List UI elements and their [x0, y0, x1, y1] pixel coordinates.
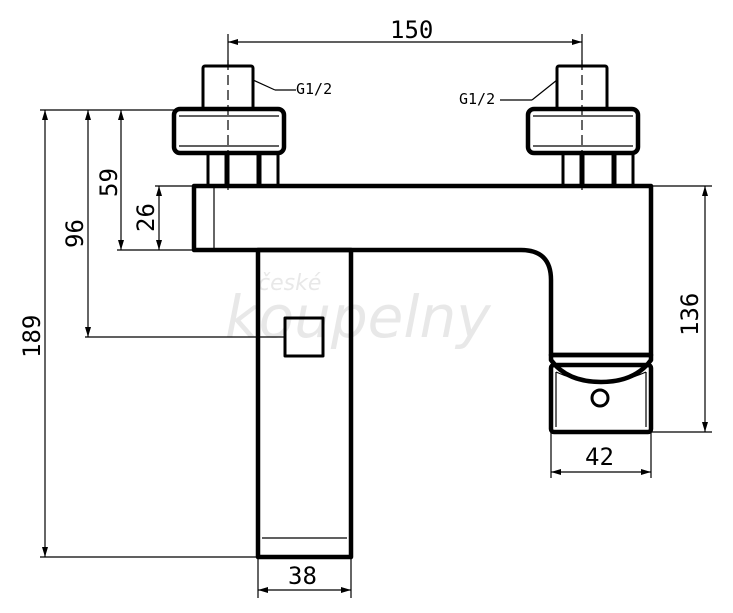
dim-150-label: 150: [390, 16, 433, 44]
diverter-knob: [548, 362, 654, 435]
dim-189-label: 189: [18, 315, 46, 358]
thread-label-right: G1/2: [459, 90, 495, 108]
dim-59-label: 59: [95, 168, 123, 197]
dimension-26: 26: [132, 185, 194, 250]
watermark-line1: české: [258, 271, 321, 296]
dimension-189: 189: [18, 109, 258, 558]
dimension-136: 136: [651, 185, 712, 433]
dim-38-label: 38: [288, 562, 317, 590]
dimension-38: 38: [257, 557, 352, 598]
watermark-line2: koupelny: [225, 283, 491, 351]
dimension-42: 42: [550, 432, 652, 478]
dim-26-label: 26: [132, 203, 160, 232]
left-inlet-connector: [171, 60, 287, 190]
thread-labels: G1/2 G1/2: [252, 79, 558, 108]
dimension-59: 59: [95, 110, 194, 251]
dimension-150: 150: [227, 16, 583, 66]
dimension-96: 96: [61, 110, 285, 338]
dim-136-label: 136: [676, 293, 704, 336]
dim-42-label: 42: [585, 443, 614, 471]
thread-label-left: G1/2: [296, 80, 332, 98]
watermark: české koupelny: [225, 271, 491, 351]
right-inlet-connector: [525, 60, 641, 190]
dim-96-label: 96: [61, 219, 89, 248]
